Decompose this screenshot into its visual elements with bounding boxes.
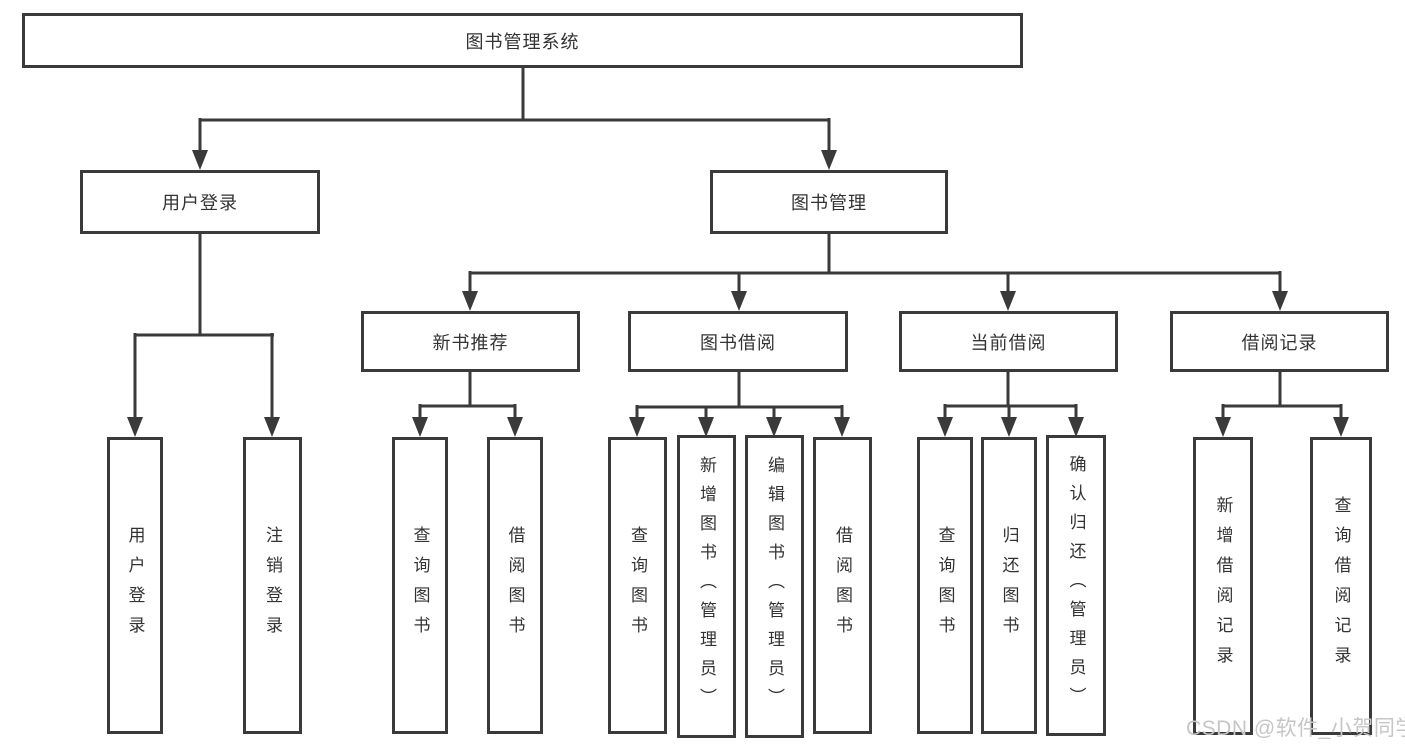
leaf-edit-book-admin: 编辑图书（管理员） [745, 435, 804, 738]
node-book-borrow: 图书借阅 [628, 311, 848, 372]
leaf-query-book-2: 查询图书 [608, 437, 667, 734]
node-book-management: 图书管理 [710, 170, 948, 234]
leaf-add-borrow-record: 新增借阅记录 [1193, 437, 1253, 735]
node-root-label: 图书管理系统 [465, 31, 580, 52]
node-borrow-records-label: 借阅记录 [1241, 332, 1318, 353]
node-new-book-recommend: 新书推荐 [361, 311, 580, 372]
node-user-login: 用户登录 [80, 170, 320, 234]
node-user-login-label: 用户登录 [162, 193, 238, 213]
leaf-query-borrow-record: 查询借阅记录 [1310, 437, 1372, 735]
node-book-management-label: 图书管理 [791, 193, 867, 213]
leaf-user-login: 用户登录 [107, 437, 163, 734]
leaf-return-book: 归还图书 [981, 437, 1037, 734]
leaf-query-book-2-label: 查询图书 [628, 525, 647, 646]
leaf-borrow-book-1: 借阅图书 [487, 437, 543, 734]
node-borrow-records: 借阅记录 [1170, 311, 1389, 372]
leaf-add-book-admin-label: 新增图书（管理员） [697, 456, 716, 717]
leaf-user-login-label: 用户登录 [125, 525, 145, 646]
leaf-return-book-label: 归还图书 [999, 525, 1019, 646]
node-root: 图书管理系统 [22, 13, 1023, 68]
leaf-confirm-return-admin: 确认归还（管理员） [1046, 435, 1106, 736]
leaf-add-book-admin: 新增图书（管理员） [677, 435, 736, 738]
arrowheads [127, 150, 1349, 437]
leaf-add-borrow-record-label: 新增借阅记录 [1213, 496, 1233, 676]
node-current-borrow: 当前借阅 [899, 311, 1118, 372]
leaf-query-book-1: 查询图书 [392, 437, 448, 734]
leaf-borrow-book-2-label: 借阅图书 [833, 525, 852, 646]
leaf-logout: 注销登录 [243, 437, 302, 734]
leaf-edit-book-admin-label: 编辑图书（管理员） [765, 456, 784, 717]
watermark: CSDN @软件_小贺同学 [1186, 717, 1405, 740]
leaf-logout-label: 注销登录 [263, 525, 282, 646]
node-new-book-recommend-label: 新书推荐 [432, 332, 509, 353]
node-book-borrow-label: 图书借阅 [700, 332, 776, 353]
leaf-confirm-return-admin-label: 确认归还（管理员） [1066, 455, 1086, 716]
leaf-query-book-1-label: 查询图书 [410, 525, 430, 646]
leaf-borrow-book-2: 借阅图书 [813, 437, 872, 734]
leaf-borrow-book-1-label: 借阅图书 [505, 525, 525, 646]
leaf-query-book-3-label: 查询图书 [935, 525, 955, 646]
leaf-query-book-3: 查询图书 [917, 437, 973, 734]
leaf-query-borrow-record-label: 查询借阅记录 [1331, 496, 1351, 676]
node-current-borrow-label: 当前借阅 [970, 332, 1047, 353]
